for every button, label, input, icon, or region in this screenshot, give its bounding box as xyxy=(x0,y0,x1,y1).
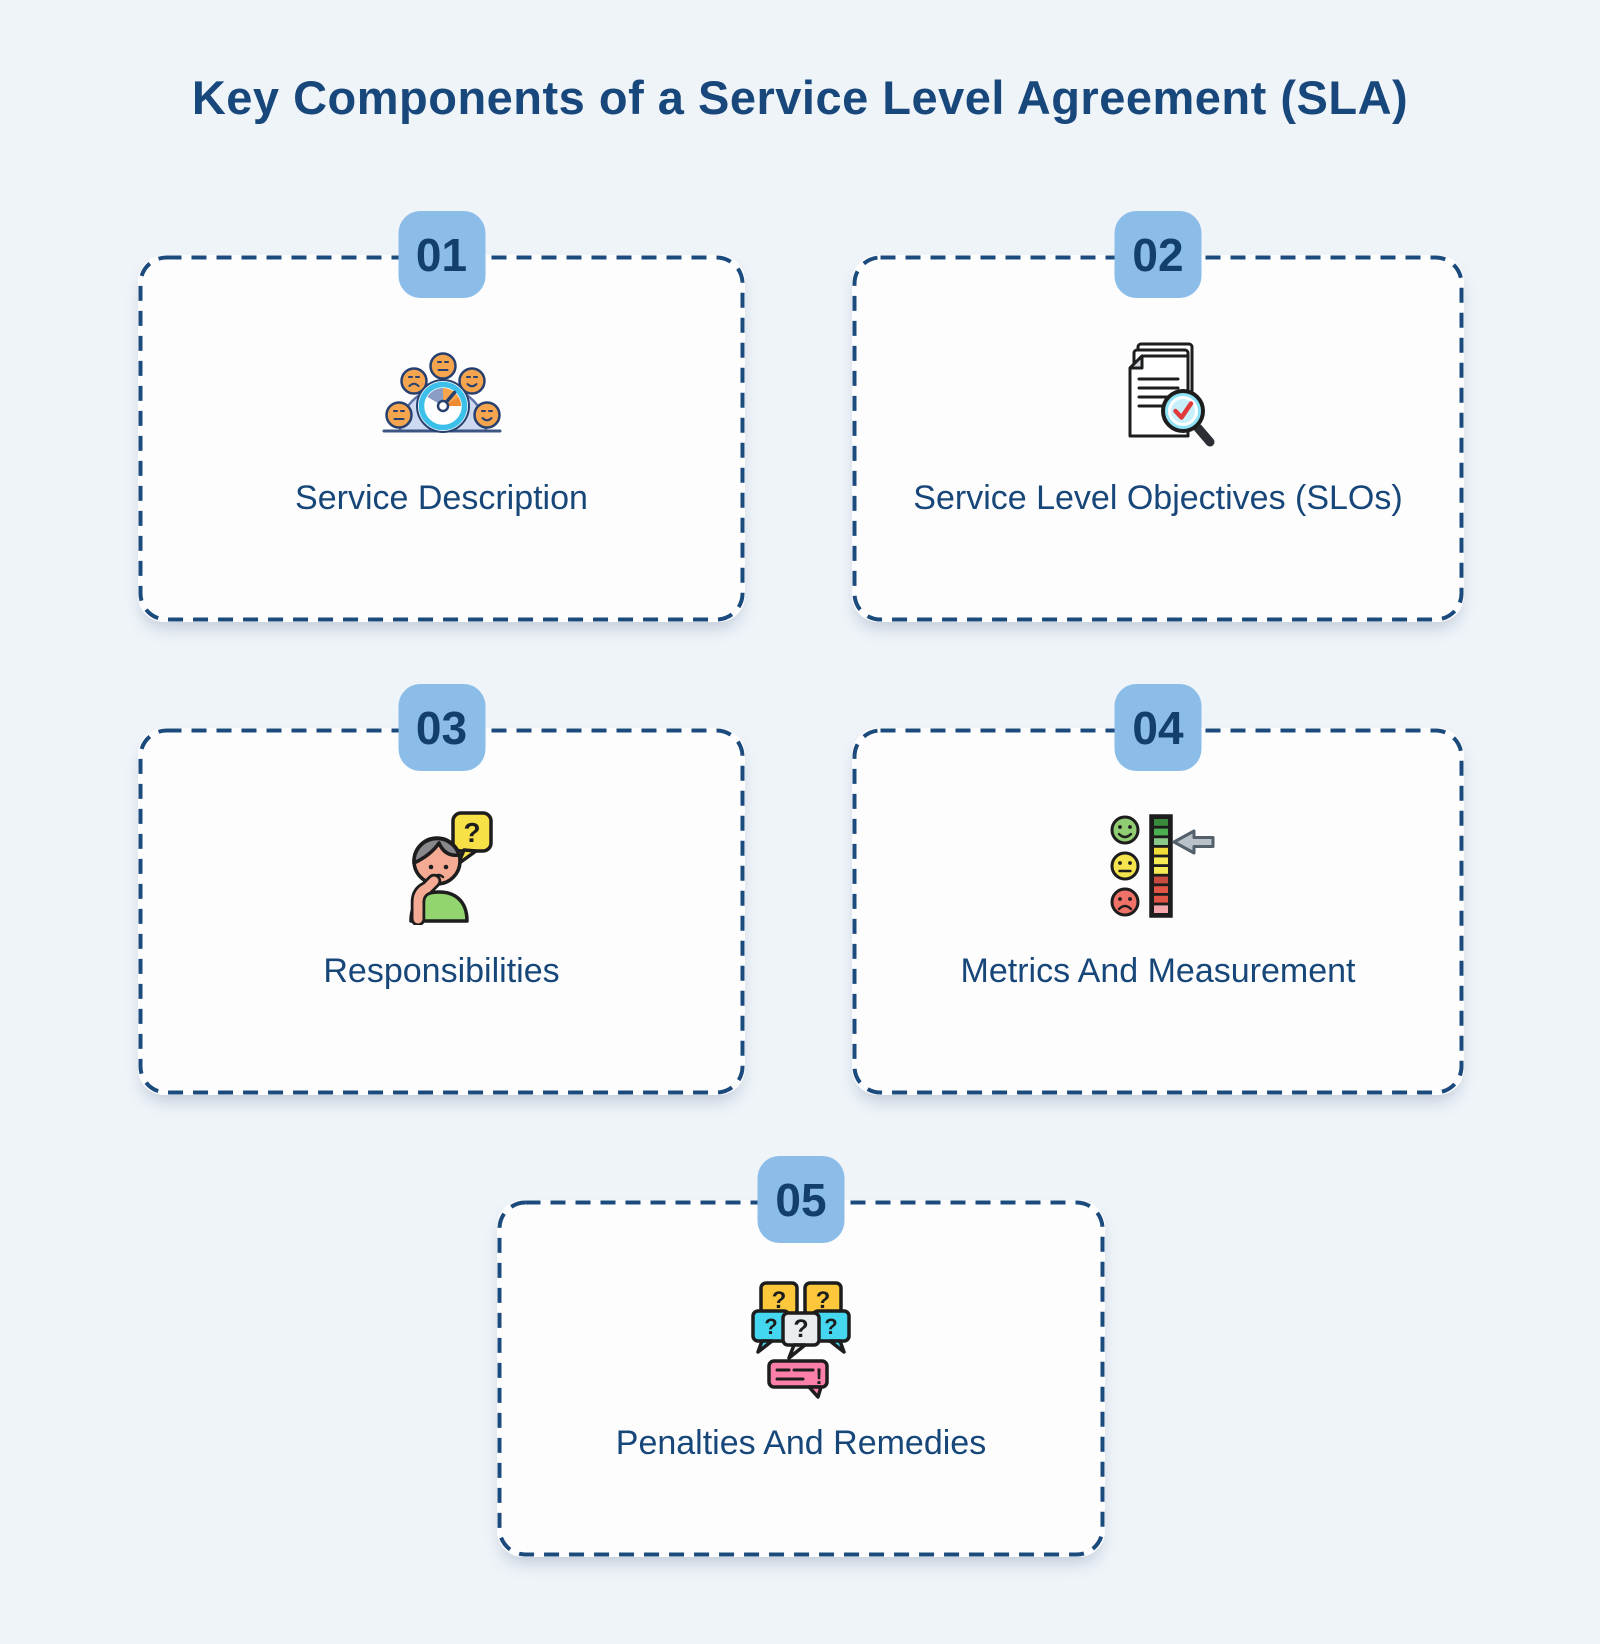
card-number: 01 xyxy=(415,228,468,281)
card-label: Metrics And Measurement xyxy=(960,952,1356,990)
card-number-badge: 02 xyxy=(1114,211,1202,298)
card-label: Penalties And Remedies xyxy=(615,1424,987,1462)
documents-check-magnifier-icon xyxy=(1098,331,1218,453)
card-number: 03 xyxy=(415,701,468,754)
card-number: 05 xyxy=(775,1173,827,1226)
card-number-badge: 04 xyxy=(1114,684,1202,771)
svg-text:?: ? xyxy=(764,1314,777,1339)
card-service-level-objectives: 02 Servic xyxy=(852,211,1464,622)
card-number: 04 xyxy=(1132,701,1184,754)
card-service-description: 01 xyxy=(138,211,745,622)
svg-text:!: ! xyxy=(815,1364,822,1389)
card-number-badge: 01 xyxy=(398,211,485,298)
card-responsibilities: 03 ? Responsibilities xyxy=(138,684,745,1095)
svg-text:?: ? xyxy=(793,1315,808,1343)
card-penalties-and-remedies: 05 ? ? ? ? xyxy=(497,1156,1105,1557)
card-label: Responsibilities xyxy=(323,952,560,990)
svg-text:?: ? xyxy=(816,1287,831,1314)
card-label: Service Description xyxy=(295,479,588,517)
page-title: Key Components of a Service Level Agreem… xyxy=(191,71,1409,124)
card-metrics-and-measurement: 04 xyxy=(852,684,1464,1095)
svg-text:?: ? xyxy=(824,1314,837,1339)
card-number: 02 xyxy=(1132,228,1184,281)
svg-text:?: ? xyxy=(772,1287,787,1314)
card-number-badge: 05 xyxy=(757,1156,845,1243)
card-label: Service Level Objectives (SLOs) xyxy=(913,479,1403,517)
svg-text:?: ? xyxy=(463,817,480,848)
card-number-badge: 03 xyxy=(398,684,485,771)
question-chat-bubbles-icon: ? ? ? ? ? xyxy=(741,1276,861,1399)
thinking-person-question-icon: ? xyxy=(385,804,499,926)
satisfaction-gauge-icon xyxy=(378,331,506,453)
smiley-rating-scale-icon xyxy=(1099,804,1217,926)
